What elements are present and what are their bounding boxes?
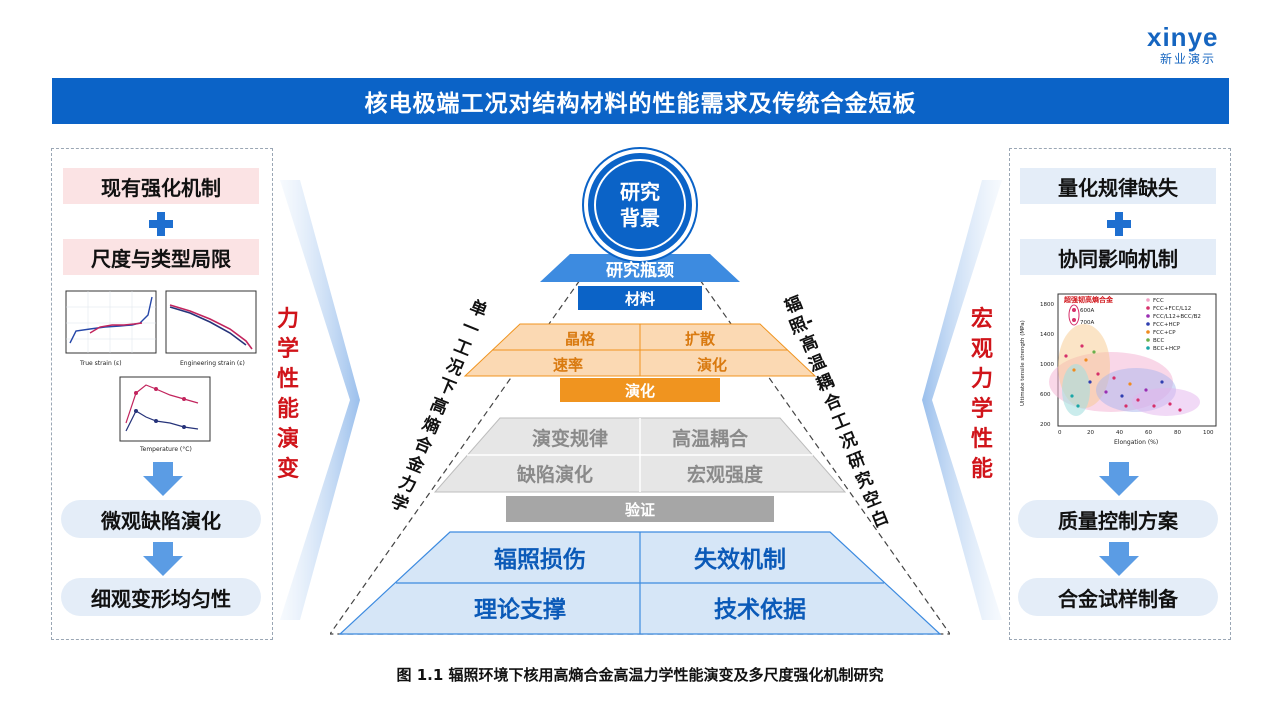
legend-marker <box>1146 322 1150 326</box>
x-tick-label: 80 <box>1174 430 1181 436</box>
legend-marker <box>1146 346 1150 350</box>
brand-subtitle: 新业演示 <box>1160 52 1217 66</box>
y-tick-label: 1400 <box>1040 332 1054 338</box>
tier2-cell-4: 演化 <box>696 355 727 374</box>
page-title: 核电极端工况对结构材料的性能需求及传统合金短板 <box>52 78 1229 124</box>
left-fig-xlabel-b: Engineering strain (ε) <box>180 360 245 367</box>
tier4-cell-3: 理论支撑 <box>474 597 566 623</box>
left-figure-image: True strain (ε) Engineering strain (ε) T… <box>60 285 266 455</box>
right-chevron-shape <box>922 180 1002 620</box>
left-box-limitation: 尺度与类型局限 <box>63 239 259 275</box>
tier1-title: 研究瓶颈 <box>606 260 674 281</box>
x-tick-label: 100 <box>1203 430 1214 436</box>
plus-icon <box>1107 212 1131 236</box>
tier4-cell-1: 辐照损伤 <box>494 547 586 573</box>
tier3-cell-1: 演变规律 <box>531 427 608 450</box>
x-tick-label: 0 <box>1058 430 1062 436</box>
right-pill-quality-control: 质量控制方案 <box>1018 500 1218 538</box>
tier4-cell-2: 失效机制 <box>694 547 786 573</box>
left-chevron-shape <box>280 180 360 620</box>
scatter-annot-600a: 600A <box>1080 308 1094 314</box>
legend-label: FCC+FCC/L12 <box>1153 306 1191 312</box>
right-vertical-label: 宏观力学性能 <box>970 307 993 482</box>
research-background-badge: 研究 背景 <box>588 153 692 257</box>
tier1-bar: 材料 <box>624 289 655 308</box>
x-tick-label: 60 <box>1145 430 1152 436</box>
scatter-ylabel: Ultimate tensile strength (MPa) <box>1020 320 1026 406</box>
figure-caption: 图 1.1 辐照环境下核用高熵合金高温力学性能演变及多尺度强化机制研究 <box>396 666 884 684</box>
left-pill-deformation: 细观变形均匀性 <box>61 578 261 616</box>
left-pill-micro-defect: 微观缺陷演化 <box>61 500 261 538</box>
legend-marker <box>1146 306 1150 310</box>
y-tick-label: 1800 <box>1040 302 1054 308</box>
brand-logo: xinye <box>1147 22 1219 52</box>
left-vertical-label: 力学性能演变 <box>276 307 299 482</box>
legend-label: FCC+HCP <box>1153 322 1180 328</box>
tier4-cell-4: 技术依据 <box>714 597 806 623</box>
plus-icon <box>149 212 173 236</box>
badge-line-1: 研究 <box>620 180 660 204</box>
tier3-cell-3: 缺陷演化 <box>516 463 593 486</box>
legend-marker <box>1146 298 1150 302</box>
x-tick-label: 40 <box>1116 430 1123 436</box>
right-box-quant: 量化规律缺失 <box>1020 168 1216 204</box>
scatter-annot-700a: 700A <box>1080 320 1094 326</box>
legend-marker <box>1146 330 1150 334</box>
scatter-xlabel: Elongation (%) <box>1114 439 1158 446</box>
tier2-bar: 演化 <box>624 381 655 400</box>
legend-label: FCC/L12+BCC/B2 <box>1153 314 1201 320</box>
pyramid-diagram <box>330 254 950 635</box>
legend-label: BCC+HCP <box>1153 346 1181 352</box>
y-tick-label: 200 <box>1040 422 1051 428</box>
right-box-synergy: 协同影响机制 <box>1020 239 1216 275</box>
y-tick-label: 600 <box>1040 392 1051 398</box>
legend-label: FCC <box>1153 298 1164 304</box>
tier3-cell-2: 高温耦合 <box>671 427 748 450</box>
tier3-cell-4: 宏观强度 <box>686 463 763 486</box>
tier2-cell-3: 速率 <box>552 355 583 374</box>
scatter-highlight-label: 超强韧高熵合金 <box>1064 295 1114 304</box>
legend-marker <box>1146 338 1150 342</box>
tier2-cell-1: 晶格 <box>564 329 595 348</box>
right-figure-scatter: 超强韧高熵合金 600A 700A FCC FCC+FCC/L12FCC/L12+… <box>1016 286 1222 448</box>
y-tick-label: 1000 <box>1040 362 1054 368</box>
right-pill-sample-prep: 合金试样制备 <box>1018 578 1218 616</box>
legend-label: FCC+CP <box>1153 330 1176 336</box>
down-arrow-icon <box>143 542 183 576</box>
down-arrow-icon <box>143 462 183 496</box>
down-arrow-icon <box>1099 462 1139 496</box>
badge-line-2: 背景 <box>620 206 660 230</box>
down-arrow-icon <box>1099 542 1139 576</box>
tier2-cell-2: 扩散 <box>684 329 715 348</box>
left-fig-xlabel-c: Temperature (°C) <box>139 446 192 453</box>
left-box-mechanism: 现有强化机制 <box>63 168 259 204</box>
tier3-bar: 验证 <box>624 500 655 519</box>
left-fig-xlabel-a: True strain (ε) <box>79 360 122 367</box>
legend-marker <box>1146 314 1150 318</box>
x-tick-label: 20 <box>1087 430 1094 436</box>
legend-label: BCC <box>1153 338 1165 344</box>
